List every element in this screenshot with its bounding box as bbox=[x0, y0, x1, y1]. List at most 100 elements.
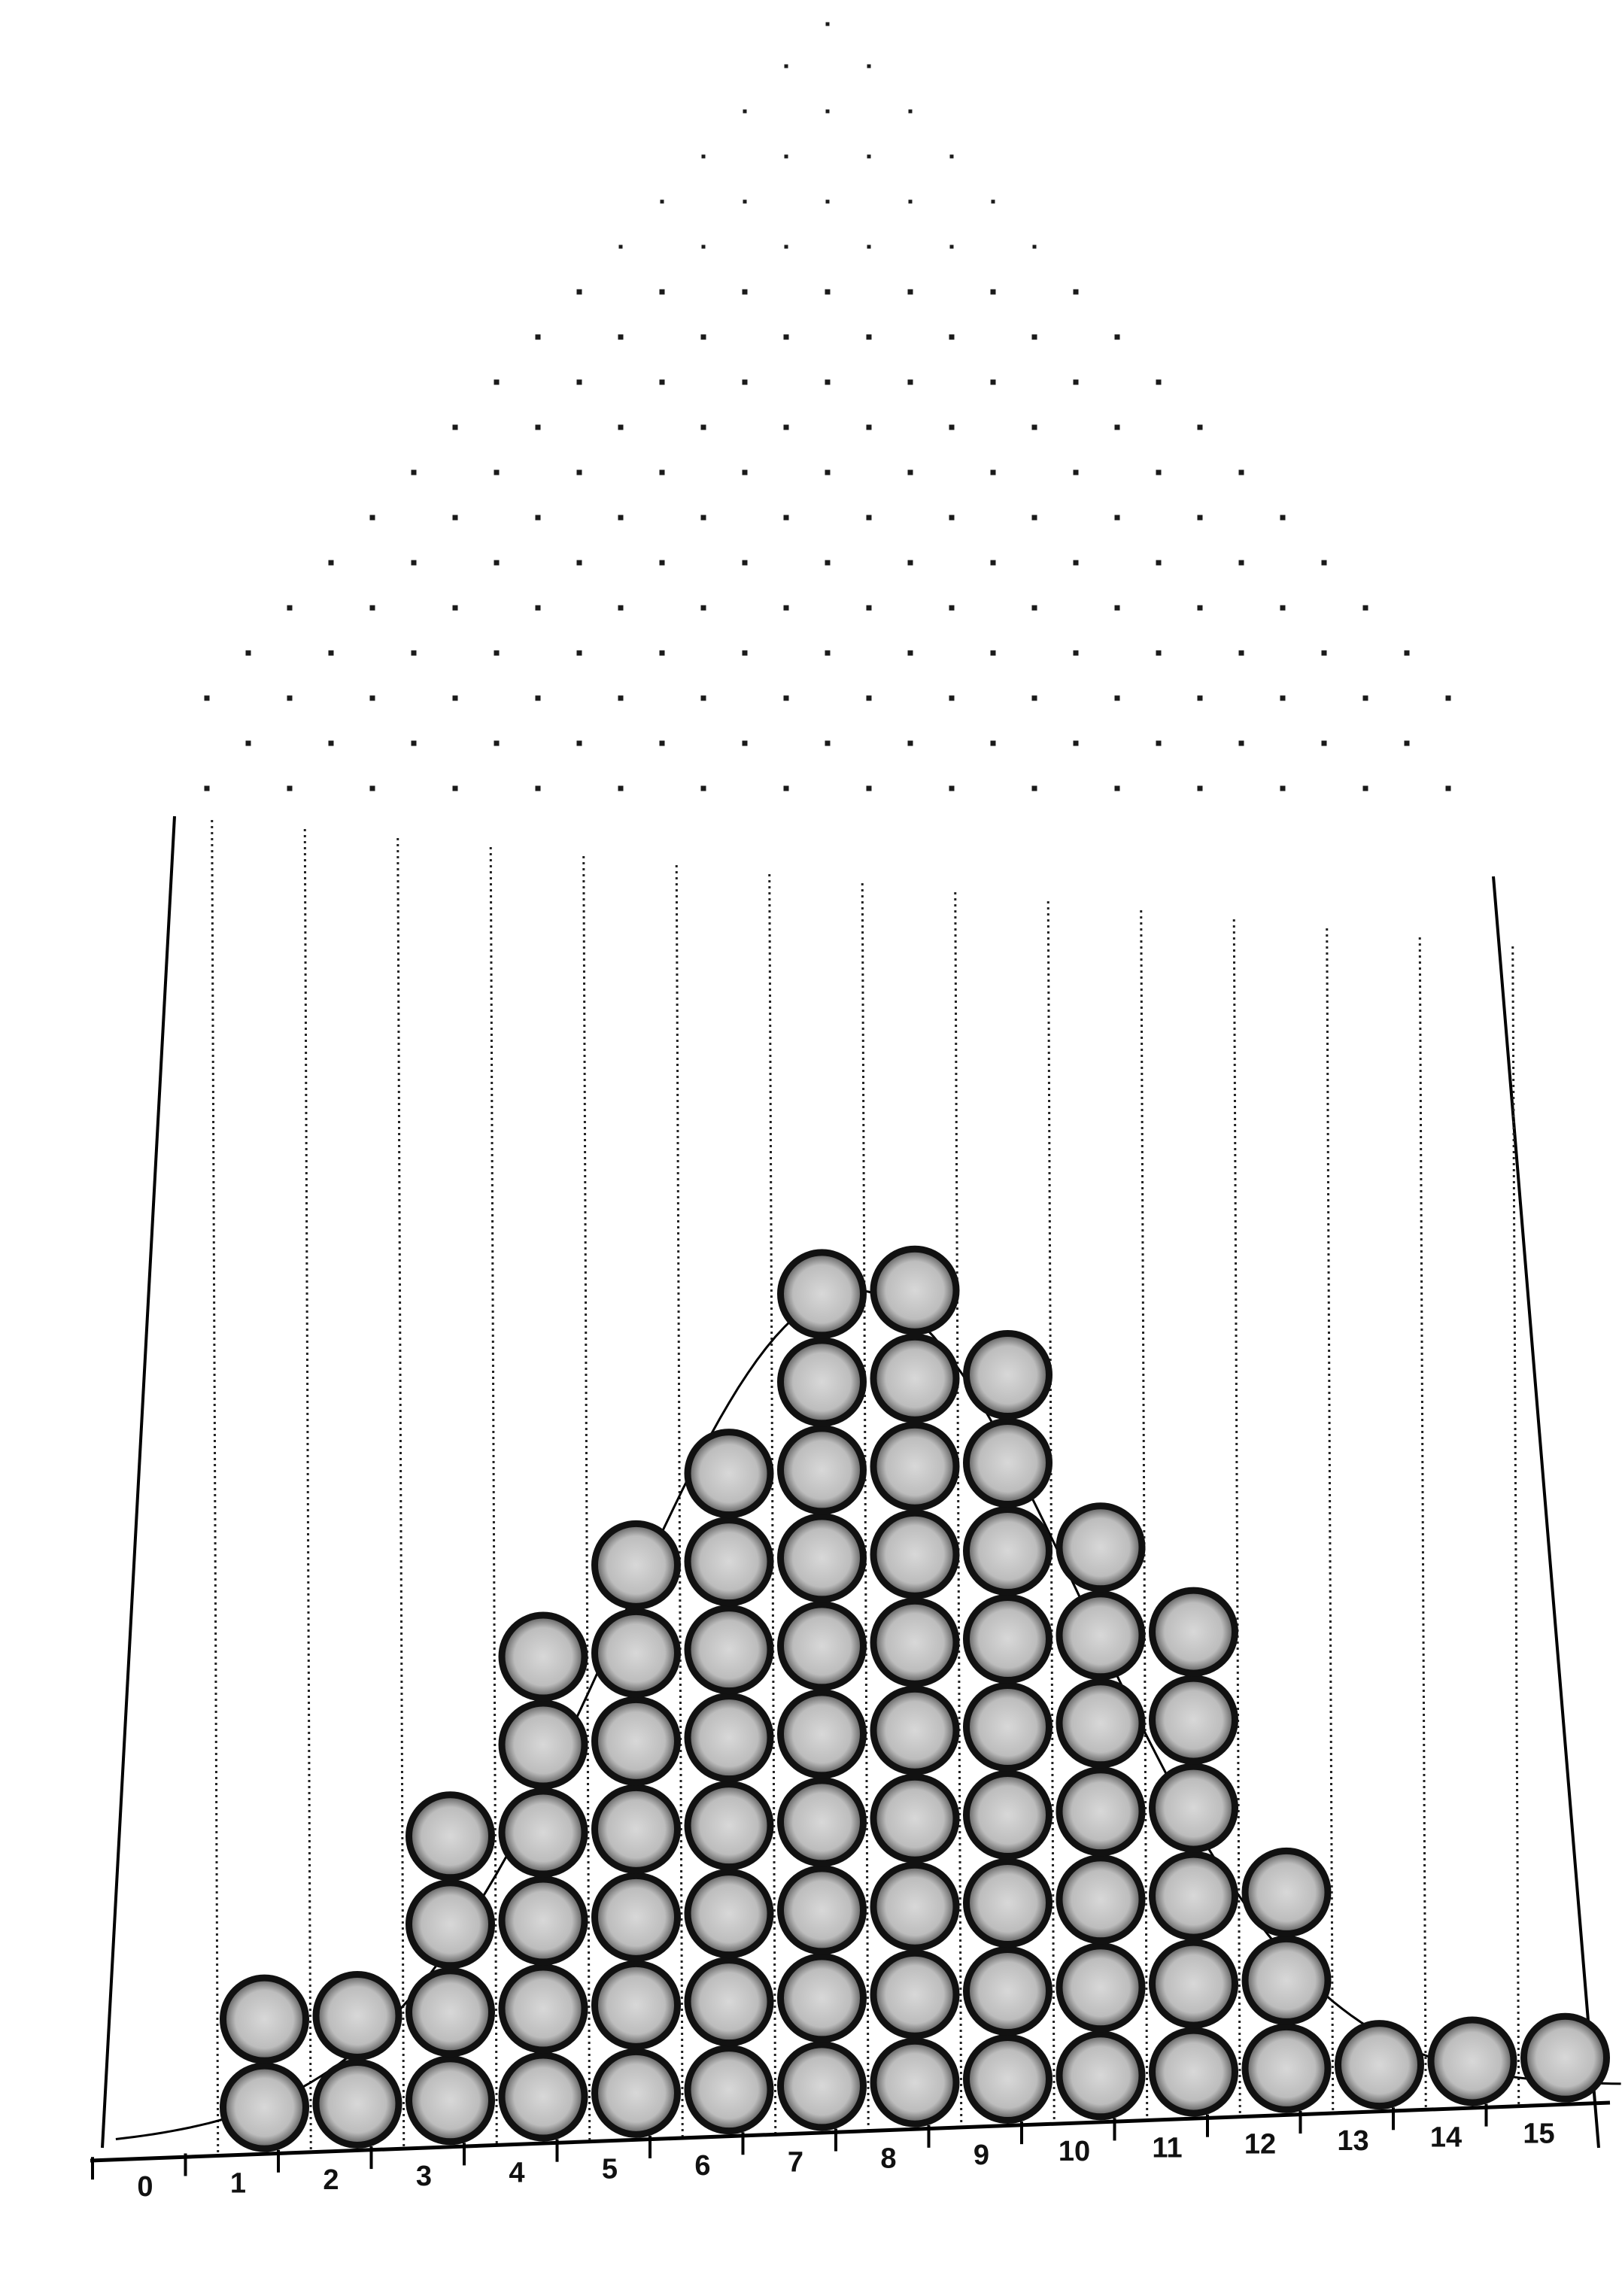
peg bbox=[576, 469, 582, 475]
bin-label: 7 bbox=[788, 2146, 803, 2178]
peg bbox=[743, 199, 747, 204]
ball bbox=[870, 1245, 960, 1335]
peg bbox=[700, 605, 706, 611]
peg bbox=[618, 695, 624, 701]
peg bbox=[411, 469, 417, 475]
peg bbox=[369, 695, 375, 701]
peg bbox=[452, 424, 458, 430]
peg bbox=[576, 740, 582, 746]
peg bbox=[700, 785, 706, 791]
bin-label: 14 bbox=[1430, 2121, 1462, 2153]
peg bbox=[949, 334, 955, 340]
ball bbox=[591, 1960, 681, 2050]
peg bbox=[1114, 785, 1120, 791]
ball bbox=[406, 1879, 495, 1970]
peg bbox=[866, 515, 872, 521]
ball bbox=[777, 1689, 867, 1779]
peg bbox=[1114, 605, 1120, 611]
peg bbox=[535, 424, 541, 430]
peg bbox=[1156, 469, 1162, 475]
peg bbox=[700, 424, 706, 430]
peg bbox=[949, 154, 954, 159]
peg bbox=[494, 469, 500, 475]
bin-label: 4 bbox=[509, 2157, 524, 2188]
peg bbox=[1114, 515, 1120, 521]
peg bbox=[700, 515, 706, 521]
ball bbox=[870, 1333, 960, 1423]
ball bbox=[684, 1605, 774, 1695]
ball bbox=[1149, 1851, 1238, 1941]
ball bbox=[963, 1682, 1052, 1772]
ball bbox=[870, 2037, 960, 2127]
ball bbox=[777, 1601, 867, 1691]
peg bbox=[701, 244, 706, 249]
peg bbox=[867, 244, 871, 249]
peg bbox=[825, 469, 831, 475]
bin-divider bbox=[1232, 919, 1241, 2117]
ball bbox=[498, 1611, 588, 1702]
peg bbox=[949, 695, 955, 701]
peg bbox=[245, 740, 251, 746]
peg bbox=[991, 199, 995, 204]
peg bbox=[1238, 560, 1244, 566]
ball bbox=[406, 1967, 495, 2058]
ball bbox=[684, 2045, 774, 2135]
bin-divider bbox=[489, 846, 498, 2146]
bin-divider bbox=[768, 873, 777, 2135]
ball bbox=[591, 1696, 681, 1786]
peg bbox=[825, 109, 830, 114]
peg bbox=[867, 64, 871, 68]
ball bbox=[777, 1513, 867, 1603]
ball bbox=[777, 1337, 867, 1427]
left-outer-wall bbox=[101, 815, 176, 2149]
axis-baseline bbox=[90, 2100, 1611, 2163]
peg bbox=[618, 424, 624, 430]
ball bbox=[406, 1791, 495, 1881]
peg bbox=[784, 244, 788, 249]
ball bbox=[1056, 1854, 1146, 1945]
ball bbox=[1056, 1590, 1146, 1681]
ball bbox=[963, 1330, 1052, 1420]
ball bbox=[312, 1970, 402, 2061]
ball bbox=[1056, 1502, 1146, 1593]
peg bbox=[784, 64, 788, 68]
peg bbox=[535, 695, 541, 701]
peg bbox=[1362, 785, 1368, 791]
peg bbox=[1114, 334, 1120, 340]
peg bbox=[783, 695, 789, 701]
peg bbox=[1404, 650, 1410, 656]
peg bbox=[742, 740, 748, 746]
peg bbox=[452, 605, 458, 611]
ball bbox=[591, 1520, 681, 1610]
ball bbox=[777, 1953, 867, 2043]
ball bbox=[963, 1858, 1052, 1948]
bin-divider bbox=[1418, 937, 1427, 2110]
peg bbox=[328, 740, 334, 746]
peg bbox=[411, 560, 417, 566]
bin-divider bbox=[1326, 928, 1335, 2114]
peg bbox=[287, 695, 293, 701]
ball bbox=[1056, 2030, 1146, 2121]
peg bbox=[287, 785, 293, 791]
peg bbox=[990, 740, 996, 746]
peg bbox=[494, 560, 500, 566]
peg bbox=[825, 650, 831, 656]
peg bbox=[1280, 785, 1286, 791]
peg bbox=[411, 740, 417, 746]
ball bbox=[498, 1699, 588, 1790]
bin-label: 3 bbox=[416, 2161, 432, 2192]
peg bbox=[742, 379, 748, 385]
peg bbox=[1031, 334, 1037, 340]
ball bbox=[870, 1509, 960, 1599]
peg bbox=[1280, 605, 1286, 611]
peg bbox=[990, 379, 996, 385]
peg bbox=[1156, 650, 1162, 656]
peg bbox=[700, 695, 706, 701]
peg bbox=[907, 469, 913, 475]
peg bbox=[659, 469, 665, 475]
ball bbox=[591, 2048, 681, 2138]
ball bbox=[1335, 2020, 1424, 2110]
ball bbox=[498, 1787, 588, 1878]
bin-label: 8 bbox=[880, 2143, 896, 2175]
peg bbox=[535, 515, 541, 521]
